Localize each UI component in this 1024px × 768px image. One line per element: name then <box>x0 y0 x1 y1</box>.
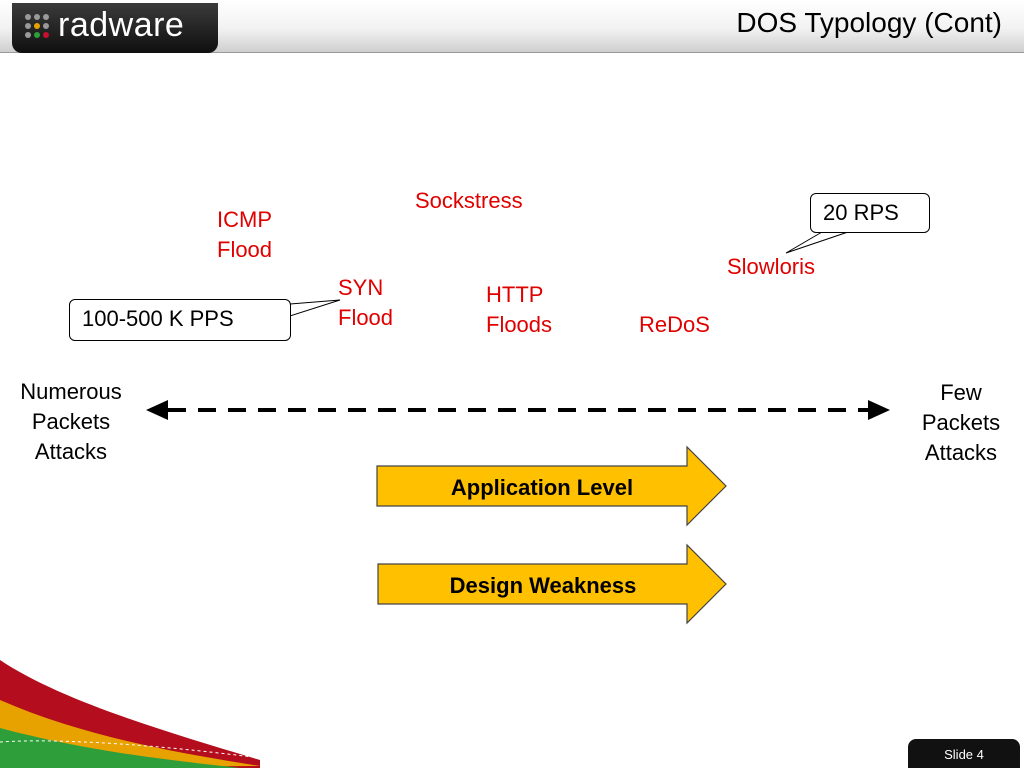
attack-http-floods: HTTP Floods <box>486 282 553 337</box>
attack-sockstress: Sockstress <box>415 188 523 213</box>
attack-icmp-flood: ICMP Flood <box>217 207 273 262</box>
logo-dots-icon <box>25 14 49 38</box>
axis-right-label: Few Packets Attacks <box>921 380 1001 465</box>
axis-left-label: Numerous Packets Attacks <box>20 379 122 464</box>
design-weakness-label: Design Weakness <box>449 573 637 598</box>
logo-text: radware <box>58 6 185 44</box>
design-weakness-arrow <box>377 543 727 625</box>
decor-swoosh-dots <box>0 740 261 759</box>
axis-left-arrowhead-icon <box>146 400 168 420</box>
rps-callout: 20 RPS <box>810 193 930 233</box>
attack-slowloris: Slowloris <box>727 254 816 279</box>
slide-number-box <box>908 739 1020 768</box>
attack-redos: ReDoS <box>639 312 710 337</box>
application-level-label: Application Level <box>450 475 634 500</box>
slide-title: DOS Typology (Cont) <box>736 7 1002 38</box>
attack-syn-flood: SYN Flood <box>338 275 394 330</box>
decor-swoosh-green <box>0 728 240 768</box>
pps-callout-pointer <box>289 299 341 317</box>
axis-right-arrowhead-icon <box>868 400 890 420</box>
rps-callout-pointer <box>785 231 849 254</box>
slide-number: Slide 4 <box>944 747 984 762</box>
application-level-arrow <box>376 445 727 527</box>
pps-callout: 100-500 K PPS <box>69 299 291 341</box>
